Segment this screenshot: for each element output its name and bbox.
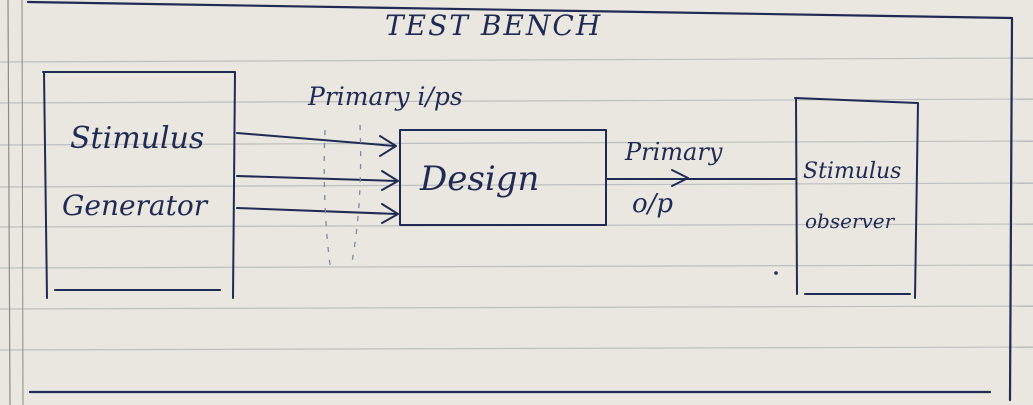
primary-output-label-line2: o/p: [632, 189, 673, 219]
input-port-marks: [323, 124, 362, 266]
observer-label-line1: Stimulus: [803, 159, 901, 184]
primary-output-label-line1: Primary: [624, 138, 723, 166]
test-bench-outline: [26, 0, 1014, 402]
diagram-title: TEST BENCH: [385, 9, 602, 42]
stimulus-observer-box: [794, 97, 919, 299]
margin-line: [7, 0, 11, 405]
margin-line: [21, 0, 24, 405]
stimulus-generator-box: [42, 71, 236, 299]
design-box: [399, 129, 607, 226]
generator-label-line1: Stimulus: [70, 121, 204, 156]
design-label: Design: [419, 159, 539, 199]
input-arrow-3: [236, 203, 399, 224]
observer-label-line2: observer: [805, 209, 896, 233]
input-arrow-1: [236, 132, 397, 157]
ruled-lines: [0, 57, 1033, 351]
output-arrow: [606, 169, 796, 187]
stray-dot: [774, 271, 778, 275]
primary-inputs-label: Primary i/ps: [307, 82, 463, 111]
generator-label-line2: Generator: [62, 189, 209, 222]
input-arrow-2: [236, 170, 399, 191]
